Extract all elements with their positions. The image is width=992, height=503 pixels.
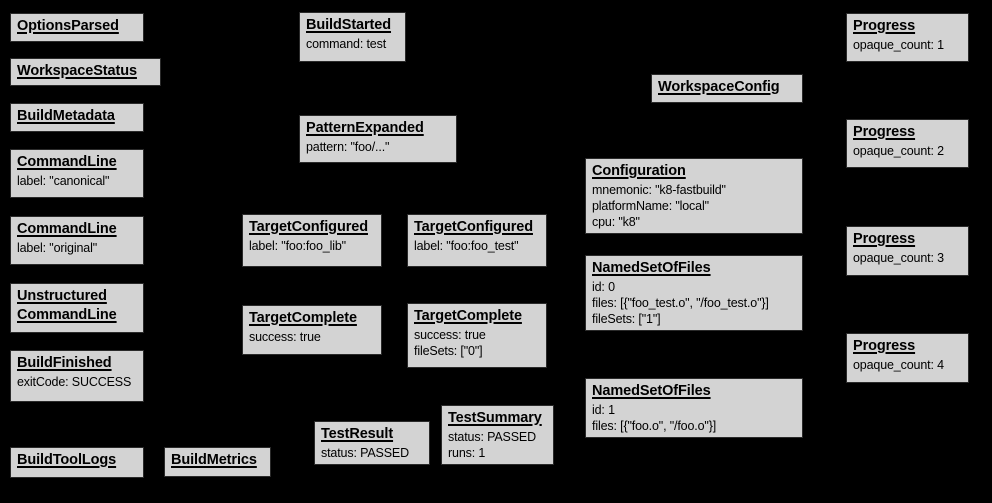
node-field: label: "foo:foo_lib"	[249, 238, 346, 253]
node-field: label: "original"	[17, 240, 97, 255]
node-title: CommandLine	[17, 154, 117, 170]
node-body: opaque_count: 4	[853, 357, 962, 373]
node-title: Configuration	[592, 163, 686, 179]
node-field: opaque_count: 4	[853, 357, 944, 372]
node-body: mnemonic: "k8-fastbuild"platformName: "l…	[592, 182, 796, 230]
node-field: runs: 1	[448, 445, 486, 460]
node-title: TargetComplete	[249, 310, 357, 326]
event-node-configuration: Configuration mnemonic: "k8-fastbuild"pl…	[585, 158, 803, 234]
event-node-workspace-status: WorkspaceStatus	[10, 58, 161, 86]
event-node-target-complete-foo-lib: TargetComplete success: true	[242, 305, 382, 355]
node-field: opaque_count: 2	[853, 143, 944, 158]
node-title: Progress	[853, 231, 916, 247]
event-node-build-tool-logs: BuildToolLogs	[10, 447, 144, 478]
event-node-progress-4: Progress opaque_count: 4	[846, 333, 969, 383]
node-field: platformName: "local"	[592, 198, 709, 213]
event-node-target-configured-foo-test: TargetConfigured label: "foo:foo_test"	[407, 214, 547, 267]
node-body: status: PASSED	[321, 445, 423, 461]
node-field: id: 0	[592, 279, 615, 294]
node-body: success: true	[249, 329, 375, 345]
node-field: id: 1	[592, 402, 615, 417]
node-title: TargetConfigured	[414, 219, 533, 235]
node-body: label: "canonical"	[17, 173, 137, 189]
event-node-build-started: BuildStarted command: test	[299, 12, 406, 62]
event-node-command-line-original: CommandLine label: "original"	[10, 216, 144, 265]
node-body: label: "foo:foo_lib"	[249, 238, 375, 254]
node-field: pattern: "foo/..."	[306, 139, 390, 154]
node-body: exitCode: SUCCESS	[17, 374, 137, 390]
node-field: mnemonic: "k8-fastbuild"	[592, 182, 726, 197]
node-title: TargetConfigured	[249, 219, 368, 235]
event-node-progress-1: Progress opaque_count: 1	[846, 13, 969, 62]
event-node-build-metadata: BuildMetadata	[10, 103, 144, 132]
event-node-options-parsed: OptionsParsed	[10, 13, 144, 42]
node-title: BuildToolLogs	[17, 452, 117, 468]
node-body: label: "original"	[17, 240, 137, 256]
node-title: TestResult	[321, 426, 394, 442]
node-title: WorkspaceConfig	[658, 79, 780, 95]
node-title: BuildMetrics	[171, 452, 257, 468]
node-field: success: true	[249, 329, 321, 344]
event-node-pattern-expanded: PatternExpanded pattern: "foo/..."	[299, 115, 457, 163]
node-field: fileSets: ["0"]	[414, 343, 483, 358]
event-node-workspace-config: WorkspaceConfig	[651, 74, 803, 103]
node-title: TargetComplete	[414, 308, 522, 324]
node-body: pattern: "foo/..."	[306, 139, 450, 155]
node-title: WorkspaceStatus	[17, 63, 137, 79]
event-node-build-finished: BuildFinished exitCode: SUCCESS	[10, 350, 144, 402]
node-title: Progress	[853, 18, 916, 34]
node-body: command: test	[306, 36, 399, 52]
node-title: PatternExpanded	[306, 120, 424, 136]
node-title: Unstructured CommandLine	[17, 288, 117, 323]
node-title: NamedSetOfFiles	[592, 383, 711, 399]
event-node-test-result: TestResult status: PASSED	[314, 421, 430, 465]
node-field: exitCode: SUCCESS	[17, 374, 132, 389]
node-body: opaque_count: 3	[853, 250, 962, 266]
node-field: opaque_count: 3	[853, 250, 944, 265]
node-body: opaque_count: 1	[853, 37, 962, 53]
node-field: status: PASSED	[448, 429, 536, 444]
event-node-progress-2: Progress opaque_count: 2	[846, 119, 969, 168]
node-title: CommandLine	[17, 221, 117, 237]
node-body: label: "foo:foo_test"	[414, 238, 540, 254]
event-node-progress-3: Progress opaque_count: 3	[846, 226, 969, 276]
event-node-command-line-canonical: CommandLine label: "canonical"	[10, 149, 144, 198]
event-node-build-metrics: BuildMetrics	[164, 447, 271, 477]
node-title: NamedSetOfFiles	[592, 260, 711, 276]
node-title: Progress	[853, 124, 916, 140]
node-field: opaque_count: 1	[853, 37, 944, 52]
node-title: TestSummary	[448, 410, 542, 426]
node-title: Progress	[853, 338, 916, 354]
node-field: label: "foo:foo_test"	[414, 238, 519, 253]
node-title: BuildFinished	[17, 355, 112, 371]
node-title: BuildMetadata	[17, 108, 115, 124]
node-field: files: [{"foo.o", "/foo.o"}]	[592, 418, 717, 433]
node-field: cpu: "k8"	[592, 214, 640, 229]
node-field: label: "canonical"	[17, 173, 110, 188]
node-body: opaque_count: 2	[853, 143, 962, 159]
event-node-target-configured-foo-lib: TargetConfigured label: "foo:foo_lib"	[242, 214, 382, 267]
event-node-unstructured-command-line: Unstructured CommandLine	[10, 283, 144, 333]
node-title: OptionsParsed	[17, 18, 119, 34]
node-title: BuildStarted	[306, 17, 392, 33]
node-field: status: PASSED	[321, 445, 409, 460]
node-field: files: [{"foo_test.o", "/foo_test.o"}]	[592, 295, 769, 310]
node-field: fileSets: ["1"]	[592, 311, 661, 326]
node-field: command: test	[306, 36, 387, 51]
node-field: success: true	[414, 327, 486, 342]
